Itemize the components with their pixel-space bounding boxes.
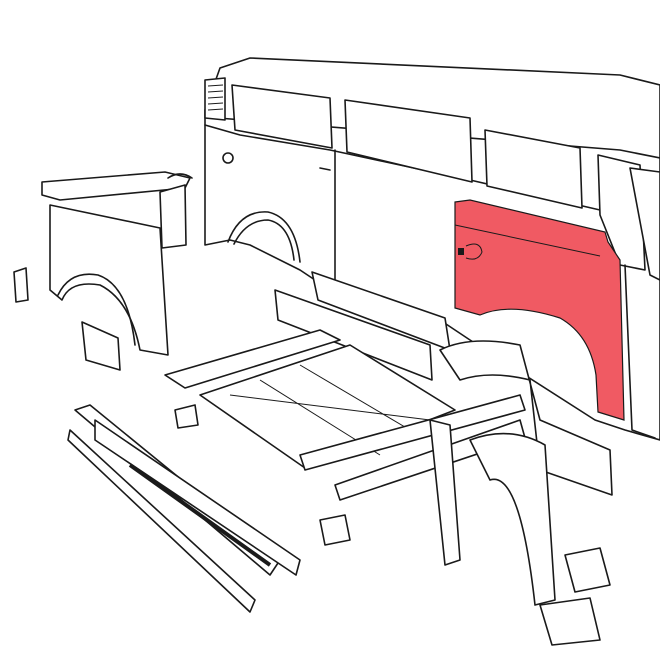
sill-sections bbox=[67, 271, 451, 613]
floor-frame bbox=[164, 329, 613, 646]
van-body bbox=[204, 57, 660, 441]
rear-quarter-panel bbox=[13, 171, 193, 371]
highlighted-side-panel bbox=[454, 199, 656, 439]
